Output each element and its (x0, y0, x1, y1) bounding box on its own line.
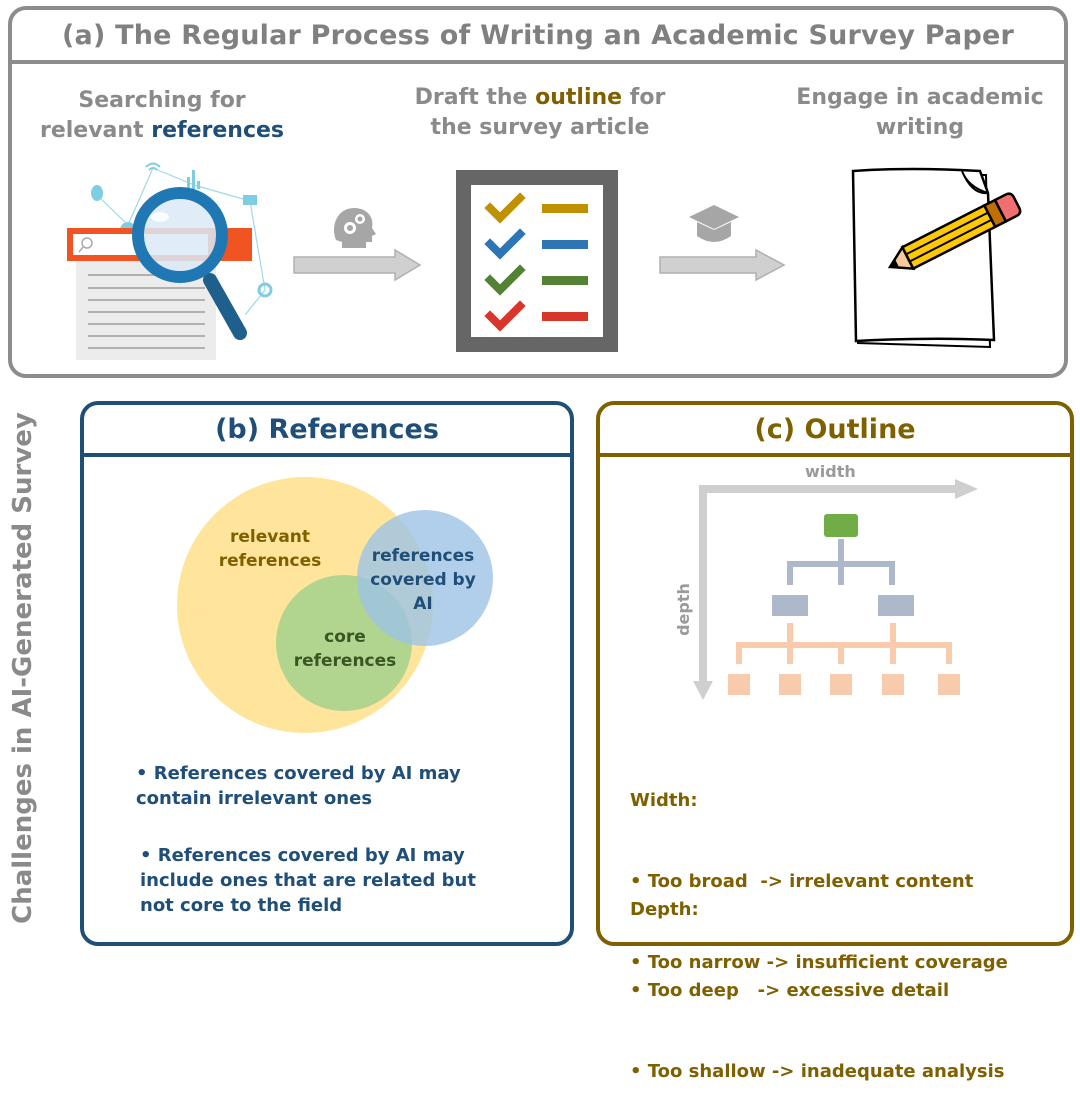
tree-root-node (824, 514, 858, 537)
panel-regular-process: (a) The Regular Process of Writing an Ac… (8, 6, 1068, 378)
step-writing-line2: writing (875, 115, 965, 140)
venn-label-core-line2: references (293, 651, 397, 671)
result-lines (88, 274, 205, 349)
references-bullet-2-line1: • References covered by AI may (140, 845, 465, 866)
panel-a-title: (a) The Regular Process of Writing an Ac… (61, 19, 1014, 51)
step-outline-line2: the survey article (430, 115, 650, 140)
checklist-line (542, 312, 588, 321)
references-bullet-2-line3: not core to the field (140, 895, 343, 916)
arrow-shape (293, 248, 422, 282)
venn-label-core-line1: core (324, 627, 366, 647)
tree-level2-node (938, 674, 960, 695)
step-writing-line1: Engage in academic (796, 85, 1044, 110)
graduation-cap-icon (689, 205, 739, 242)
node-at-icon (257, 282, 273, 298)
tree-level2-node (882, 674, 904, 695)
head-gears-icon (334, 208, 376, 248)
step-search-label: Searching for relevant references (22, 86, 302, 146)
checklist-line (542, 204, 588, 213)
search-bar-icon (81, 237, 93, 249)
checklist-line (542, 276, 588, 285)
paper-pencil-icon (851, 167, 1022, 349)
width-axis (699, 485, 959, 493)
node-mail-icon (243, 195, 257, 205)
panel-b-title-bar: (b) References (84, 405, 570, 457)
check-mark-icon (484, 228, 526, 260)
venn-label-covered-line3: AI (413, 594, 433, 614)
depth-item-deep: • Too deep -> excessive detail (630, 980, 950, 1001)
tree (728, 514, 960, 695)
tree-level2-node (728, 674, 750, 695)
references-bullet-1-line2: contain irrelevant ones (136, 788, 373, 809)
check-mark-icon (484, 300, 526, 332)
checklist-icon (456, 170, 618, 352)
references-bullet-2: • References covered by AI may include o… (140, 843, 476, 918)
check-mark-icon (484, 264, 526, 296)
arrow-shape (659, 248, 786, 282)
search-references-illustration (67, 162, 273, 360)
side-label-challenges: Challenges in AI-Generated Survey (8, 412, 38, 924)
panel-a-title-bar: (a) The Regular Process of Writing an Ac… (12, 10, 1064, 64)
depth-axis (699, 485, 707, 685)
node-bulb-icon (91, 185, 103, 201)
venn-circle-covered (357, 510, 493, 646)
node-wifi-icon (145, 162, 161, 171)
depth-heading: Depth: (630, 899, 699, 920)
depth-axis-arrowhead (693, 681, 713, 700)
step-search-line1: Searching for (78, 88, 246, 113)
venn-label-relevant-line1: relevant (229, 527, 311, 547)
step-outline-prefix: Draft the (414, 85, 536, 110)
tree-connector (787, 561, 895, 567)
references-bullet-1: • References covered by AI may contain i… (136, 761, 461, 811)
panel-c-title: (c) Outline (754, 413, 916, 445)
magnifier-handle (203, 273, 247, 340)
outline-axes (693, 479, 978, 700)
magnifier-lens (132, 187, 228, 283)
venn-label-covered: references covered by AI (358, 544, 488, 616)
checklist-rows (484, 192, 588, 332)
node-chart-icon (187, 177, 190, 189)
step-search-highlight: references (151, 118, 285, 143)
step-outline-label: Draft the outline for the survey article (380, 83, 700, 143)
venn-label-relevant-line2: references (218, 551, 322, 571)
tree-level2-node (779, 674, 801, 695)
references-venn-diagram (177, 477, 493, 733)
step-search-line2: relevant references (22, 116, 302, 146)
paper-fold (961, 170, 989, 195)
process-arrow-1 (293, 208, 422, 282)
process-arrow-2 (659, 205, 786, 282)
tree-connector (787, 623, 793, 653)
panel-b-title: (b) References (215, 413, 439, 445)
venn-label-covered-line1: references (371, 546, 475, 566)
references-bullet-2-line2: include ones that are related but (140, 870, 476, 891)
depth-section: Depth: • Too deep -> excessive detail • … (630, 842, 1005, 1112)
width-heading: Width: (630, 790, 698, 811)
step-writing-label: Engage in academic writing (770, 83, 1070, 143)
axis-width-label: width (805, 462, 856, 481)
references-bullet-1-line1: • References covered by AI may (136, 763, 461, 784)
panel-c-title-bar: (c) Outline (600, 405, 1070, 457)
tree-level1-node (772, 595, 808, 616)
venn-label-core: core references (280, 625, 410, 673)
step-outline-suffix: for (622, 85, 666, 110)
width-axis-arrowhead (955, 479, 978, 499)
outline-tree-diagram (693, 479, 978, 700)
panel-outline: (c) Outline (596, 401, 1074, 946)
step-search-line2-prefix: relevant (39, 118, 152, 143)
step-outline-line1: Draft the outline for (380, 83, 700, 113)
panel-references: (b) References (80, 401, 574, 946)
step-outline-highlight: outline (535, 85, 623, 110)
venn-label-covered-line2: covered by (370, 570, 476, 590)
tree-level2-node (830, 674, 852, 695)
venn-label-relevant: relevant references (205, 525, 335, 573)
check-mark-icon (484, 192, 526, 224)
checklist-line (542, 240, 588, 249)
tree-level1-node (878, 595, 914, 616)
pencil (887, 192, 1022, 271)
width-item-broad: • Too broad -> irrelevant content (630, 871, 974, 892)
depth-item-shallow: • Too shallow -> inadequate analysis (630, 1061, 1005, 1082)
